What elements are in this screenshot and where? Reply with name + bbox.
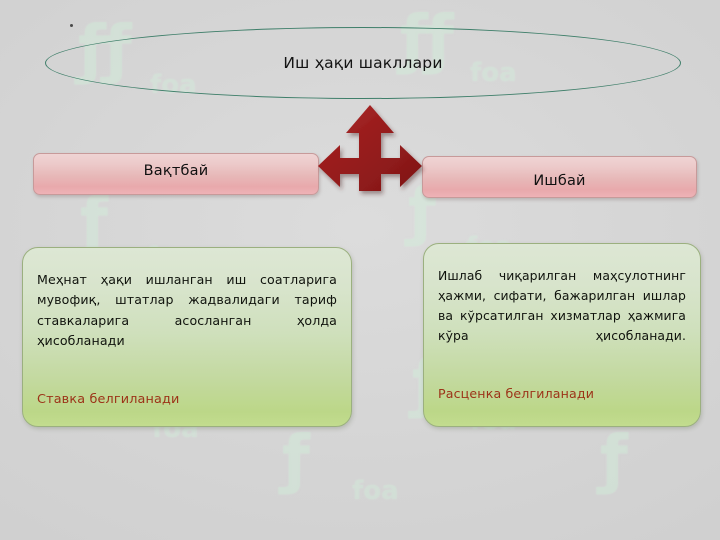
title-ellipse-label: Иш ҳақи шакллари [283, 54, 443, 72]
description-panel-right: Ишлаб чиқарилган маҳсулотнинг ҳажми, сиф… [423, 243, 701, 427]
branch-bar-right-label: Ишбай [533, 173, 586, 189]
watermark-logo: ƒ [600, 423, 628, 497]
speck-artifact [70, 24, 73, 27]
branch-bar-right[interactable]: Ишбай [422, 156, 697, 198]
ellipse-outline [45, 27, 681, 99]
description-panel-left-body: Меҳнат ҳақи ишланган иш соатларига мувоф… [37, 272, 337, 349]
watermark-logo: ƒ [282, 423, 310, 497]
branch-bar-left-label: Вақтбай [143, 163, 209, 179]
description-panel-left-accent: Ставка белгиланади [37, 391, 180, 407]
title-ellipse: Иш ҳақи шакллари [45, 27, 681, 99]
description-panel-right-accent: Расценка белгиланади [438, 386, 595, 402]
three-way-arrow-icon [316, 103, 424, 197]
watermark-text: foa [352, 476, 399, 506]
description-panel-left: Меҳнат ҳақи ишланган иш соатларига мувоф… [22, 247, 352, 427]
branch-bar-left[interactable]: Вақтбай [33, 153, 319, 195]
description-panel-right-body: Ишлаб чиқарилган маҳсулотнинг ҳажми, сиф… [438, 268, 686, 344]
watermark-logo: ƒ [80, 185, 108, 259]
